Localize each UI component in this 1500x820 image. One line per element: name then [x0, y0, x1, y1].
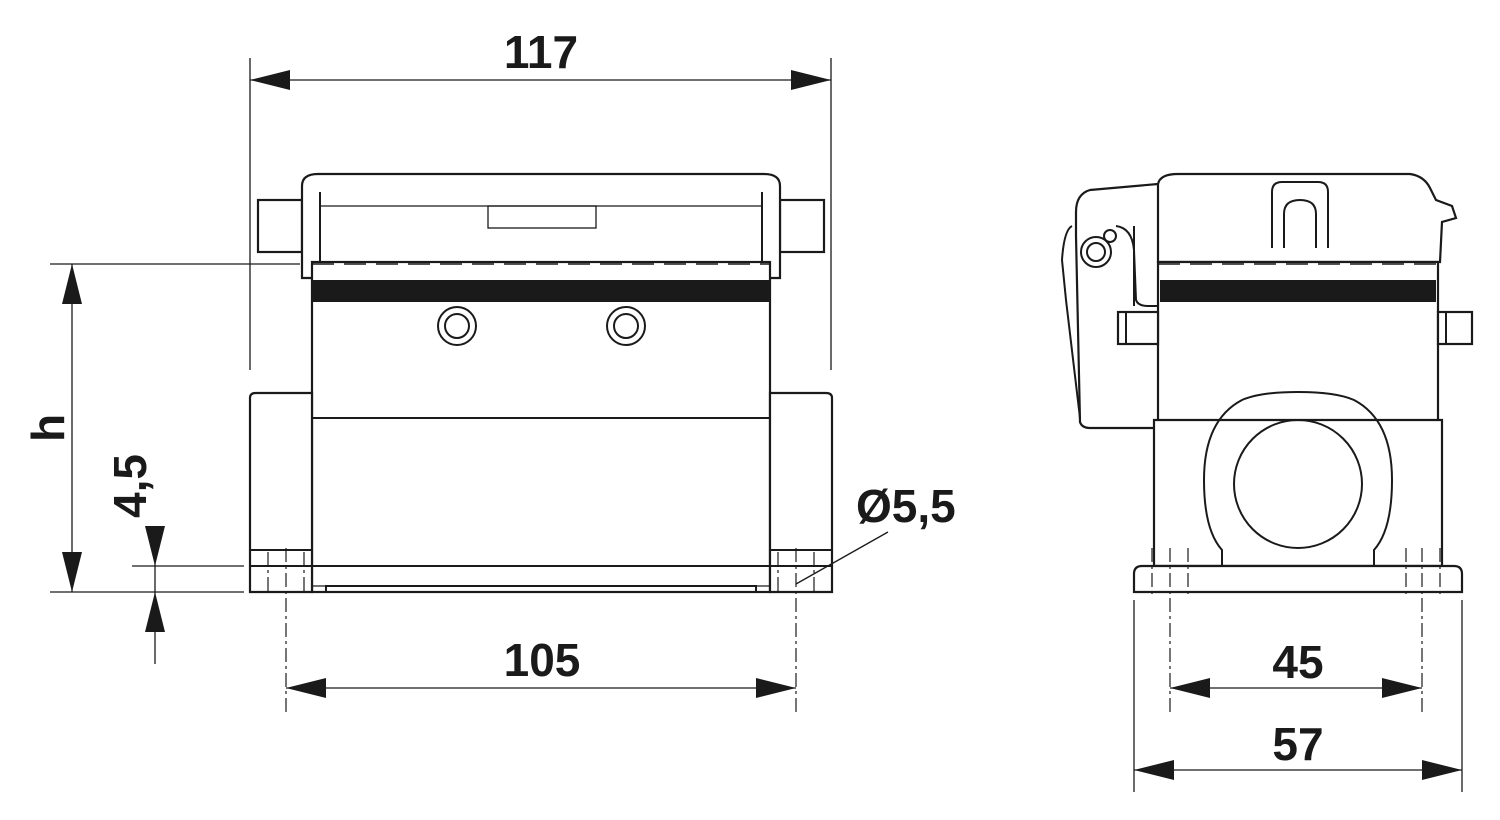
dim-flange-thickness: 4,5 [104, 454, 156, 518]
dim-hole-spacing: 105 [504, 634, 581, 686]
side-gasket-band [1160, 280, 1436, 302]
dim-overall-width: 117 [504, 26, 578, 78]
dim-side-width: 57 [1272, 718, 1323, 770]
cable-entry-boss [1202, 390, 1394, 566]
dim-height: h [22, 414, 74, 442]
side-peg-right [1436, 310, 1474, 346]
right-flange [768, 391, 834, 594]
side-base [1152, 418, 1444, 568]
left-latch-peg [256, 198, 304, 254]
screw-left [437, 306, 477, 346]
housing-body [310, 260, 772, 594]
front-view: 117 h 4,5 Ø5,5 105 [22, 26, 956, 712]
screw-right [606, 306, 646, 346]
right-latch-peg [778, 198, 826, 254]
dim-side-hole-spacing: 45 [1272, 636, 1323, 688]
gasket-band [312, 280, 770, 302]
dim-hole-diameter: Ø5,5 [856, 480, 956, 532]
side-peg-left [1116, 310, 1160, 346]
side-hood [1156, 172, 1458, 264]
cable-entry-hole [1233, 419, 1363, 549]
hood-tab [1271, 181, 1329, 248]
left-flange [248, 391, 314, 594]
hood-label-slot [487, 205, 597, 229]
locking-lever [1074, 182, 1162, 430]
hood-cover [300, 172, 782, 280]
side-view: 45 57 [1060, 172, 1474, 792]
side-flange [1132, 564, 1464, 594]
